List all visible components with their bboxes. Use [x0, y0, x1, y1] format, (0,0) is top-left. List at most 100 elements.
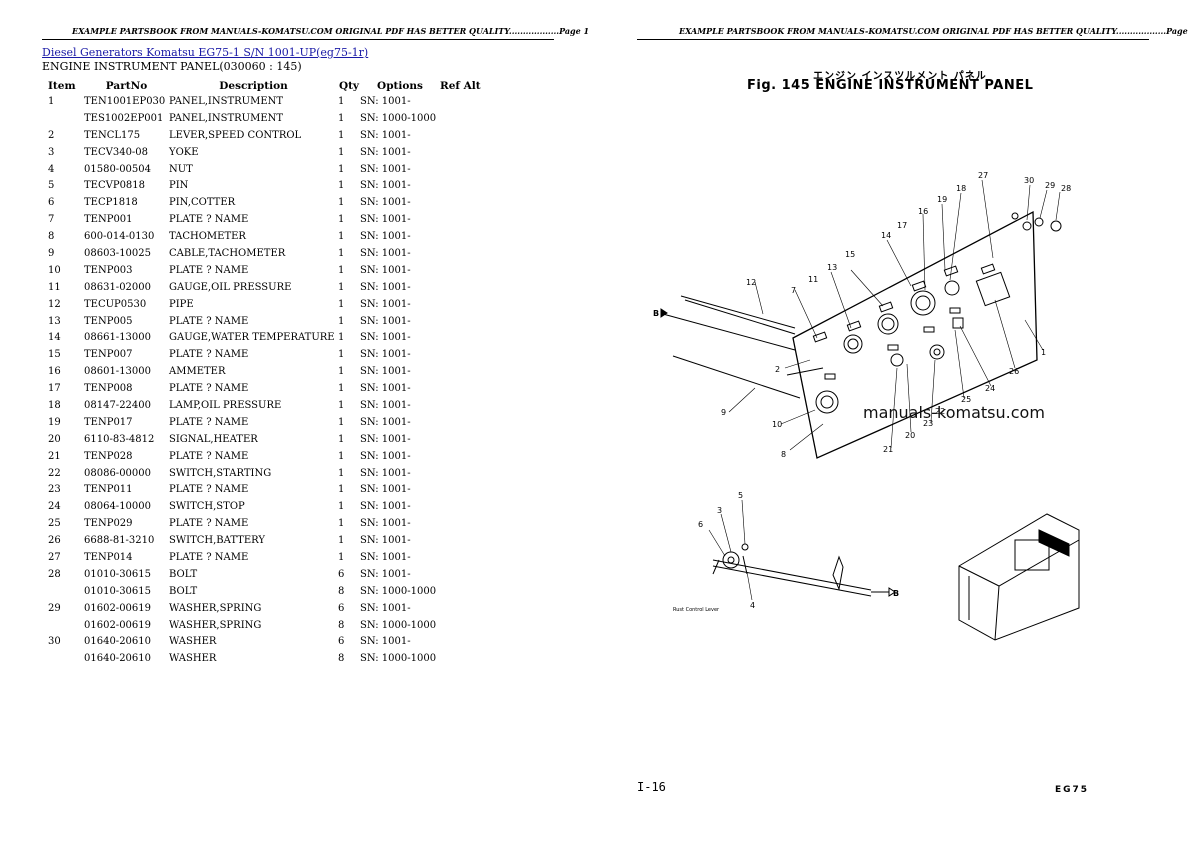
- cell-item: 5: [48, 180, 55, 192]
- cell-description: PLATE ? NAME: [169, 416, 249, 428]
- cell-item: 29: [48, 602, 61, 614]
- cell-qty: 1: [338, 450, 345, 462]
- cell-options: SN: 1001-: [360, 551, 411, 563]
- cell-qty: 8: [338, 653, 345, 665]
- cell-item: 10: [48, 264, 61, 276]
- callout-24: 24: [985, 384, 995, 393]
- cell-qty: 1: [338, 231, 345, 243]
- cell-partno: TEN1001EP030: [84, 95, 166, 107]
- callout-17: 17: [897, 221, 907, 230]
- header-rule-right: [637, 39, 1149, 40]
- cell-options: SN: 1001-: [360, 349, 411, 361]
- cell-item: 27: [48, 551, 61, 563]
- cell-partno: 08601-13000: [84, 366, 152, 378]
- cell-options: SN: 1000-1000: [360, 585, 437, 597]
- page-header-right: EXAMPLE PARTSBOOK FROM MANUALS-KOMATSU.C…: [679, 26, 1190, 36]
- cell-options: SN: 1001-: [360, 518, 411, 530]
- cell-options: SN: 1001-: [360, 636, 411, 648]
- cell-description: PLATE ? NAME: [169, 484, 249, 496]
- cell-partno: TENP029: [84, 518, 133, 530]
- callout-29: 29: [1045, 181, 1055, 190]
- cell-partno: TECV340-08: [84, 146, 149, 158]
- cell-ref-alt: [440, 346, 490, 363]
- cell-ref-alt: [440, 481, 490, 498]
- callout-10: 10: [772, 420, 782, 429]
- callout-labels: 27 30 29 28 18 19 16 17 14 15 13 11 7 12…: [653, 171, 1071, 613]
- cell-description: PLATE ? NAME: [169, 450, 249, 462]
- cell-item: 12: [48, 298, 61, 310]
- figure-title: Fig. 145 ENGINE INSTRUMENT PANEL: [747, 78, 1034, 93]
- cell-qty: 6: [338, 602, 345, 614]
- cell-partno: 01010-30615: [84, 568, 152, 580]
- cell-options: SN: 1001-: [360, 450, 411, 462]
- cell-ref-alt: [440, 397, 490, 414]
- cell-item: 17: [48, 383, 61, 395]
- cell-description: WASHER,SPRING: [169, 619, 262, 631]
- cell-options: SN: 1001-: [360, 484, 411, 496]
- col-header-partno: PartNo: [105, 79, 148, 92]
- cell-ref-alt: [440, 177, 490, 194]
- figure-title-japanese: エンジン インスツルメント パネル: [813, 71, 987, 82]
- cell-options: SN: 1001-: [360, 214, 411, 226]
- cell-item: 6: [48, 197, 55, 209]
- cell-description: PANEL,INSTRUMENT: [169, 95, 284, 107]
- arrow-b-top-drawing: [660, 308, 668, 318]
- cell-description: WASHER: [169, 653, 217, 665]
- cell-qty: 1: [338, 197, 345, 209]
- callout-9: 9: [721, 408, 726, 417]
- cell-options: SN: 1001-: [360, 535, 411, 547]
- cell-ref-alt: [440, 313, 490, 330]
- cell-ref-alt: [440, 380, 490, 397]
- cell-options: SN: 1000-1000: [360, 653, 437, 665]
- inset-caption: Rust Control Lever: [673, 607, 720, 613]
- header-rule: [42, 39, 554, 40]
- cell-item: 13: [48, 315, 61, 327]
- document-link[interactable]: Diesel Generators Komatsu EG75-1 S/N 100…: [42, 46, 369, 59]
- cell-item: [42, 650, 84, 667]
- cell-partno: TENCL175: [84, 129, 141, 141]
- parts-table: Item PartNo Description Qty Options Ref …: [42, 78, 490, 667]
- callout-26: 26: [1009, 367, 1019, 376]
- cell-options: SN: 1001-: [360, 332, 411, 344]
- cell-qty: 8: [338, 619, 345, 631]
- cell-description: YOKE: [169, 146, 199, 158]
- cell-ref-alt: [440, 634, 490, 651]
- cell-ref-alt: [440, 144, 490, 161]
- col-header-ref-alt: Ref Alt: [440, 79, 481, 92]
- cell-ref-alt: [440, 363, 490, 380]
- col-header-options: Options: [377, 79, 423, 92]
- cell-qty: 1: [338, 484, 345, 496]
- cell-description: PIPE: [169, 298, 194, 310]
- cell-partno: 01602-00619: [84, 619, 152, 631]
- callout-1: 1: [1041, 348, 1046, 357]
- cell-partno: TENP017: [84, 416, 133, 428]
- cell-item: 30: [48, 636, 61, 648]
- cell-partno: TENP008: [84, 383, 133, 395]
- cell-description: PANEL,INSTRUMENT: [169, 112, 284, 124]
- cell-description: PLATE ? NAME: [169, 315, 249, 327]
- cell-description: PLATE ? NAME: [169, 214, 249, 226]
- cell-options: SN: 1001-: [360, 366, 411, 378]
- cell-partno: TENP005: [84, 315, 133, 327]
- cell-description: GAUGE,OIL PRESSURE: [169, 281, 292, 293]
- cell-options: SN: 1001-: [360, 568, 411, 580]
- cell-qty: 6: [338, 568, 345, 580]
- cell-partno: TECVP0818: [84, 180, 146, 192]
- callout-7: 7: [791, 286, 796, 295]
- cell-qty: 1: [338, 264, 345, 276]
- cell-qty: 1: [338, 214, 345, 226]
- cell-qty: 1: [338, 467, 345, 479]
- cell-item: 15: [48, 349, 61, 361]
- cell-item: [42, 617, 84, 634]
- cell-partno: 08661-13000: [84, 332, 152, 344]
- right-page: EXAMPLE PARTSBOOK FROM MANUALS-KOMATSU.C…: [595, 0, 1190, 842]
- cell-partno: TENP003: [84, 264, 133, 276]
- cell-options: SN: 1001-: [360, 298, 411, 310]
